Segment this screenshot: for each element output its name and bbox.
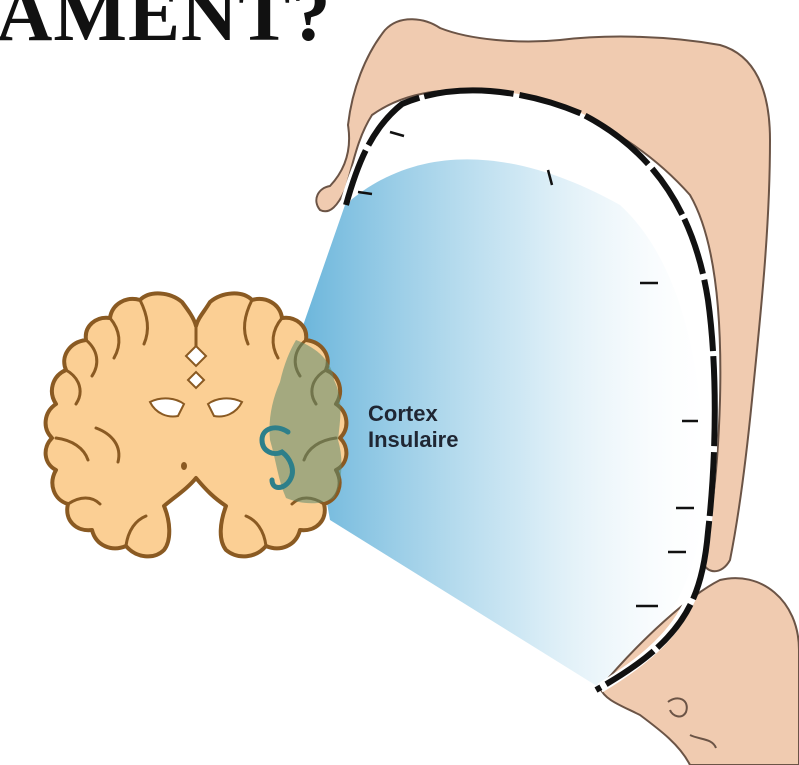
callout-line2: Insulaire [368, 427, 458, 452]
headline-text: AMENT? [0, 0, 331, 57]
third-ventricle [181, 462, 187, 470]
callout-line1: Cortex [368, 401, 438, 426]
brain-coronal-section [46, 293, 347, 556]
zoom-projection [298, 159, 705, 688]
